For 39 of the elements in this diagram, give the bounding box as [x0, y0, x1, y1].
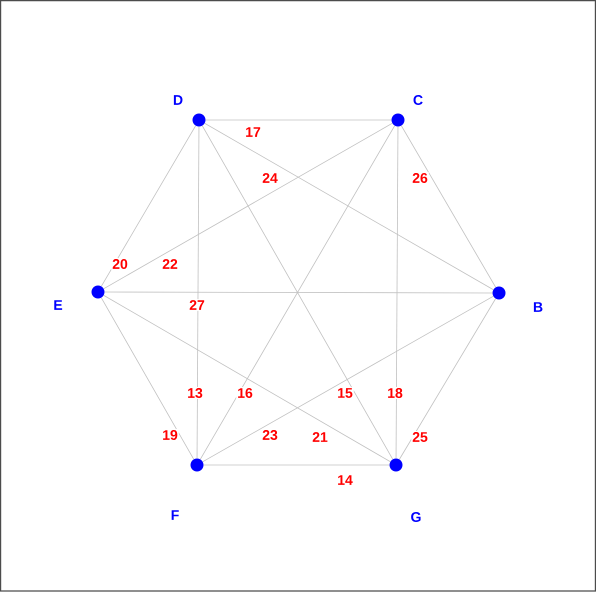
- edge-label: 13: [186, 387, 204, 399]
- vertex-dot: [392, 114, 404, 126]
- edge-label: 18: [386, 387, 404, 399]
- edge-label: 20: [111, 258, 129, 270]
- edge-label: 19: [161, 429, 179, 441]
- vertex-dot: [190, 458, 204, 472]
- edge-line: [400, 125, 496, 288]
- edge-label: 27: [188, 299, 206, 311]
- edge-label: 22: [161, 258, 179, 270]
- edge-line: [196, 126, 200, 459]
- vertex-dot: [390, 458, 402, 472]
- edge-line: [204, 122, 494, 290]
- vertex-label: B: [534, 302, 542, 312]
- edge-label: 23: [261, 429, 279, 441]
- edge-label: 24: [261, 172, 279, 184]
- edge-label: 26: [411, 172, 429, 184]
- edge-line: [202, 296, 494, 462]
- edge-label: 16: [236, 387, 254, 399]
- edge-label: 17: [244, 126, 262, 138]
- vertex-dot: [192, 114, 206, 126]
- edge-label: 14: [336, 474, 354, 486]
- vertex-label: D: [174, 95, 182, 105]
- edge-line: [396, 126, 398, 459]
- edge-line: [100, 297, 194, 460]
- vertex-label: C: [414, 95, 423, 105]
- edge-label: 21: [311, 431, 329, 443]
- edge-line: [103, 122, 393, 290]
- edge-label: 25: [411, 431, 429, 443]
- edge-line: [101, 125, 196, 287]
- vertex-label: G: [411, 512, 421, 522]
- edge-line: [399, 298, 496, 460]
- edge-line: [104, 292, 493, 294]
- edge-line: [103, 294, 391, 462]
- vertex-dot: [92, 286, 104, 298]
- edge-line: [203, 464, 390, 466]
- vertex-label: F: [172, 510, 179, 520]
- edge-label: 15: [336, 387, 354, 399]
- vertex-label: E: [54, 300, 62, 310]
- vertex-dot: [492, 286, 506, 300]
